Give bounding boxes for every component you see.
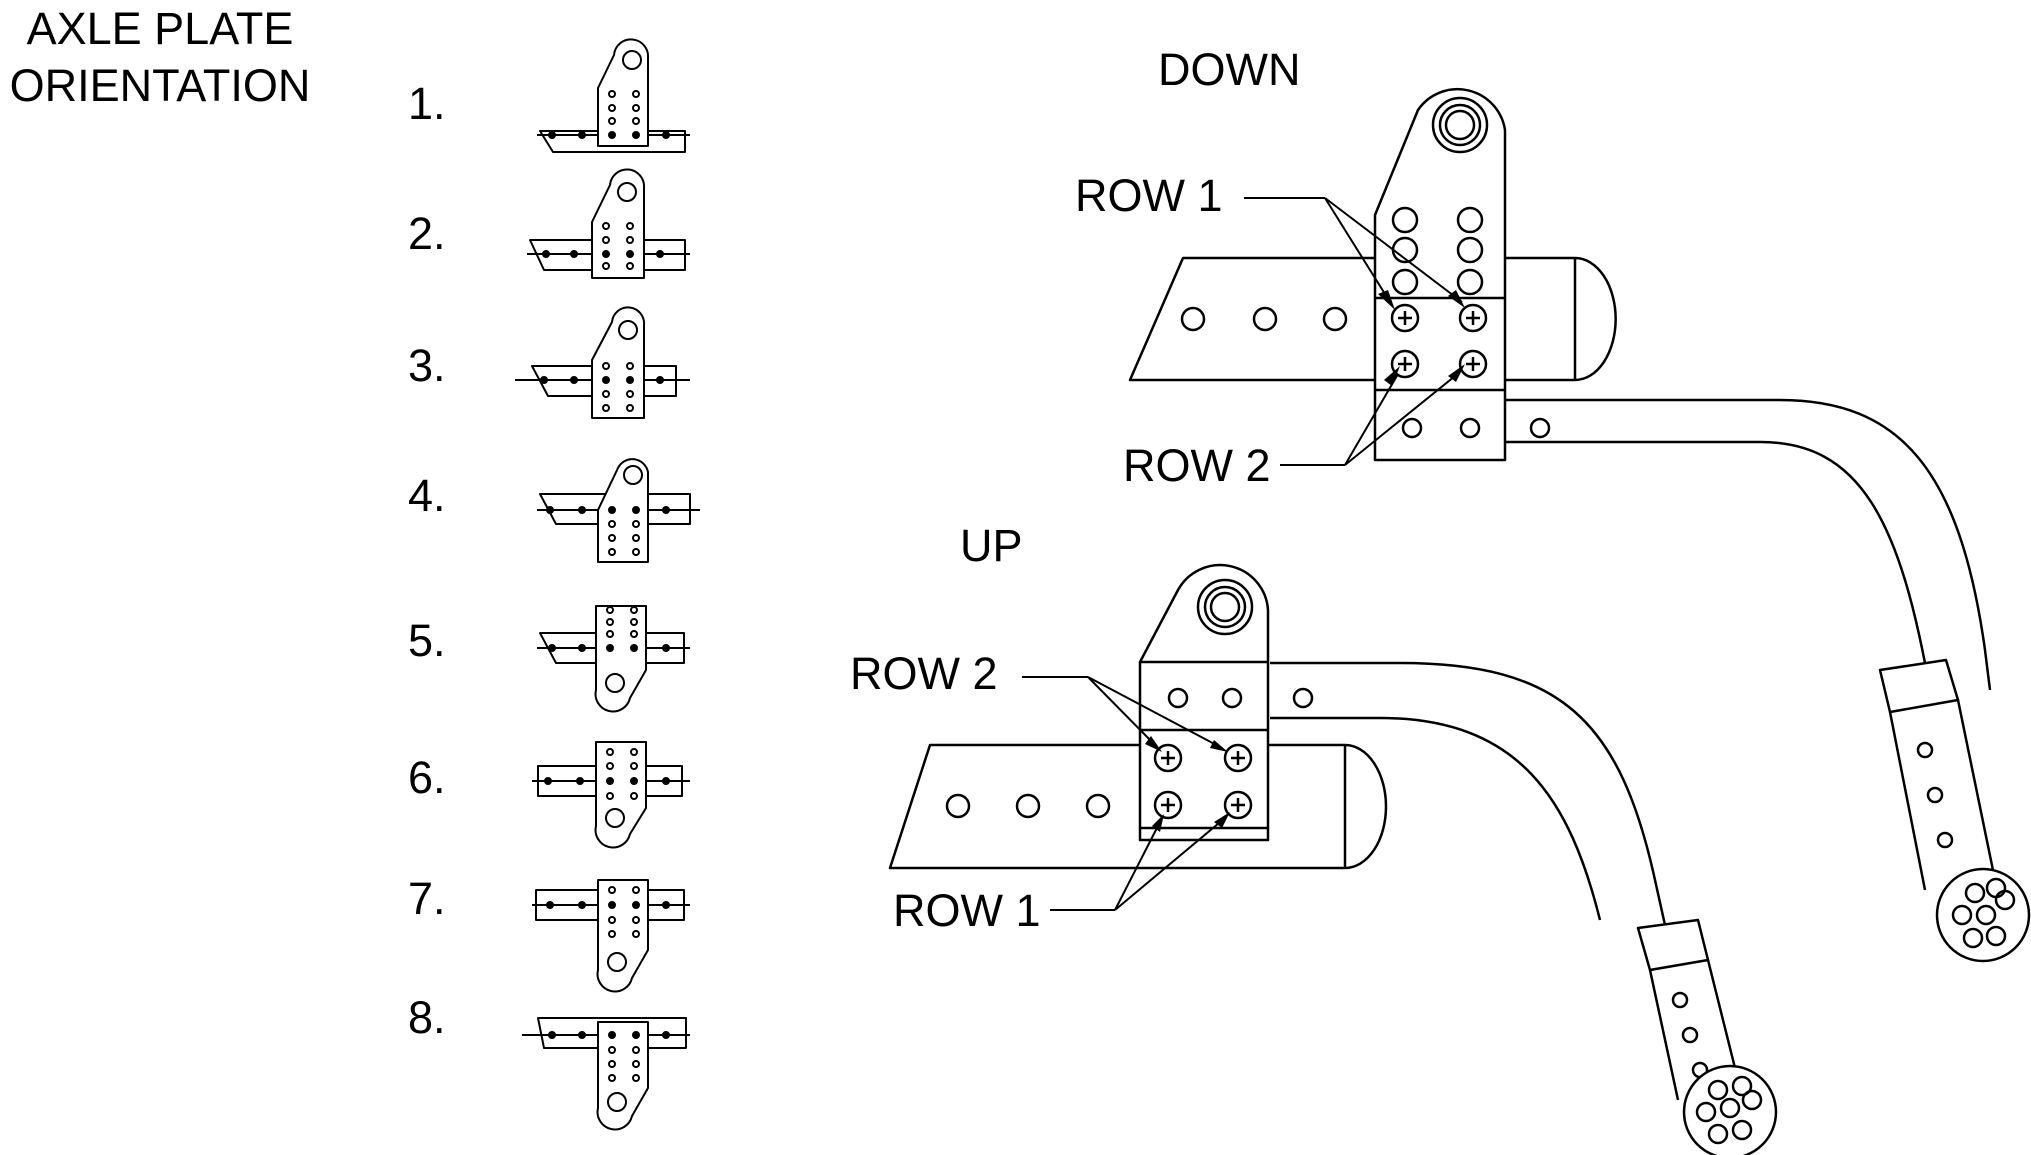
orientation-number-3: 3. [408, 340, 446, 391]
orientation-diagram-4 [537, 458, 700, 563]
orientation-number-5: 5. [408, 615, 446, 666]
diagram-title: AXLE PLATE ORIENTATION [0, 0, 320, 114]
up-row-1-label: ROW 1 [893, 885, 1041, 936]
down-assembly [1128, 87, 2031, 963]
down-label: DOWN [1158, 44, 1301, 95]
orientation-diagram-5 [537, 605, 690, 713]
title-line-2: ORIENTATION [9, 60, 311, 111]
orientation-diagram-6 [532, 741, 690, 849]
up-label: UP [960, 520, 1023, 571]
down-row-2-label: ROW 2 [1123, 440, 1271, 491]
up-row-2-label: ROW 2 [850, 648, 998, 699]
orientation-number-6: 6. [408, 752, 446, 803]
orientation-diagram-2 [527, 168, 690, 279]
down-row-1-label: ROW 1 [1075, 170, 1223, 221]
orientation-number-1: 1. [408, 78, 446, 129]
orientation-number-8: 8. [408, 992, 446, 1043]
orientation-number-4: 4. [408, 470, 446, 521]
orientation-diagram-3 [515, 306, 690, 419]
orientation-diagram-7 [532, 879, 690, 993]
title-line-1: AXLE PLATE [26, 3, 294, 54]
up-assembly [888, 563, 1778, 1155]
orientation-diagram-8 [522, 1017, 690, 1131]
orientation-number-2: 2. [408, 208, 446, 259]
orientation-number-7: 7. [408, 873, 446, 924]
orientation-diagram-1 [537, 38, 690, 153]
